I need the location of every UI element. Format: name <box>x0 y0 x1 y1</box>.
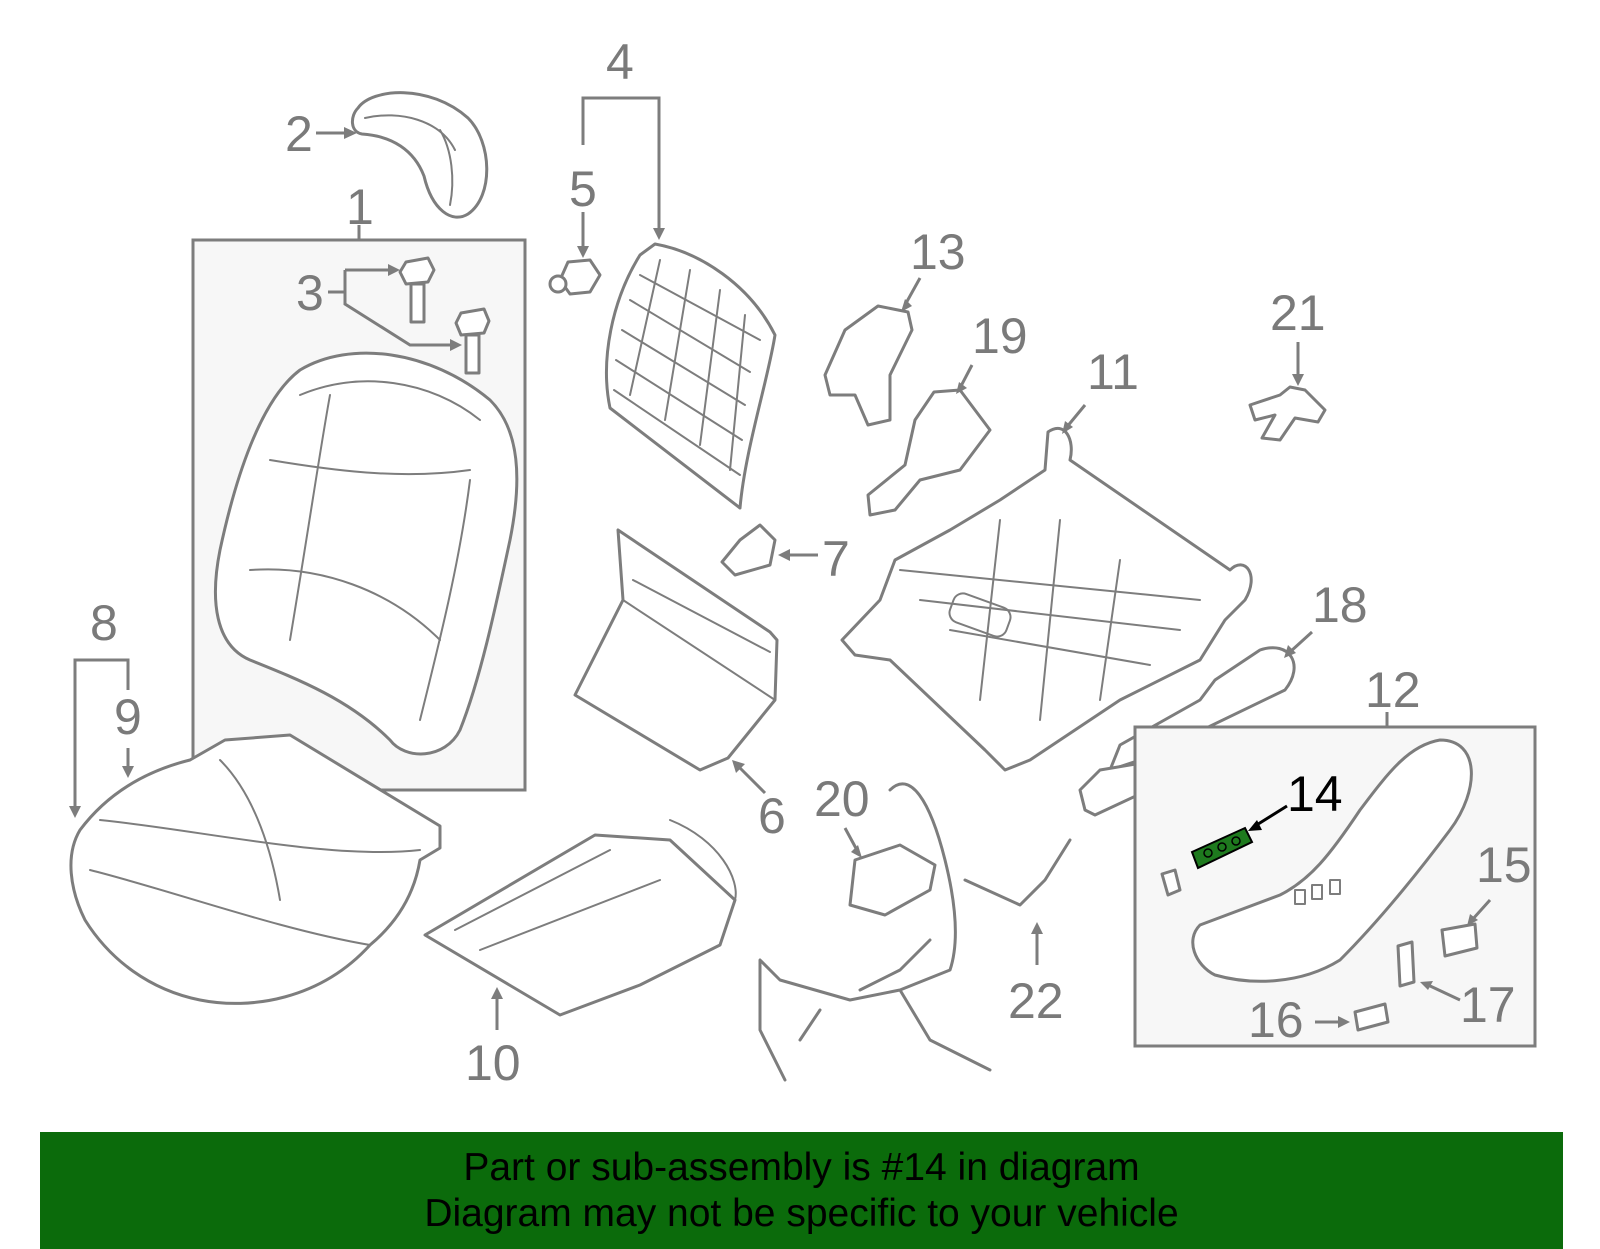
callout-18: 18 <box>1312 577 1368 633</box>
callout-2: 2 <box>285 106 313 162</box>
callout-15: 15 <box>1476 837 1532 893</box>
callout-11: 11 <box>1087 344 1139 400</box>
info-banner: Part or sub-assembly is #14 in diagram D… <box>40 1132 1563 1249</box>
part-2-headrest <box>351 91 489 219</box>
part-10-pan <box>423 819 737 1017</box>
part-19-bracket <box>866 388 992 517</box>
callout-10: 10 <box>465 1035 521 1091</box>
part-5-clip <box>548 258 602 296</box>
callout-14-highlighted: 14 <box>1287 766 1343 822</box>
callout-19: 19 <box>972 308 1028 364</box>
part-8-9-seat-cushion <box>69 733 442 1005</box>
part-15-knob <box>1440 922 1479 958</box>
callout-3: 3 <box>296 265 324 321</box>
callout-22: 22 <box>1008 973 1064 1029</box>
banner-line-2: Diagram may not be specific to your vehi… <box>424 1191 1179 1235</box>
part-22-harness <box>758 782 1072 1082</box>
part-16-knob <box>1353 1002 1390 1032</box>
callout-20: 20 <box>814 771 870 827</box>
part-12-side-trim <box>1191 738 1473 983</box>
part-17-knob <box>1396 940 1416 988</box>
callout-13: 13 <box>910 224 966 280</box>
callout-9: 9 <box>114 689 142 745</box>
part-3-bolts <box>398 256 491 375</box>
callout-21: 21 <box>1270 285 1326 341</box>
part-21-clip <box>1248 385 1327 442</box>
part-13-cover <box>823 304 914 427</box>
callout-4: 4 <box>606 34 634 90</box>
part-14-switch-highlighted <box>1160 826 1254 897</box>
callout-7: 7 <box>822 531 850 587</box>
callout-5: 5 <box>569 161 597 217</box>
part-7-bracket <box>720 523 777 577</box>
callout-12: 12 <box>1365 662 1421 718</box>
part-6-panel <box>573 528 779 772</box>
part-20-trim <box>848 843 937 917</box>
callout-6: 6 <box>758 788 786 844</box>
callout-1: 1 <box>346 179 374 235</box>
part-1-seat-back-cover <box>214 351 519 756</box>
part-4-seat-back-frame <box>605 242 777 510</box>
callout-8: 8 <box>90 595 118 651</box>
banner-line-1: Part or sub-assembly is #14 in diagram <box>463 1145 1140 1189</box>
part-11-seat-frame <box>840 427 1253 772</box>
callout-16: 16 <box>1248 992 1304 1048</box>
callout-17: 17 <box>1460 977 1516 1033</box>
